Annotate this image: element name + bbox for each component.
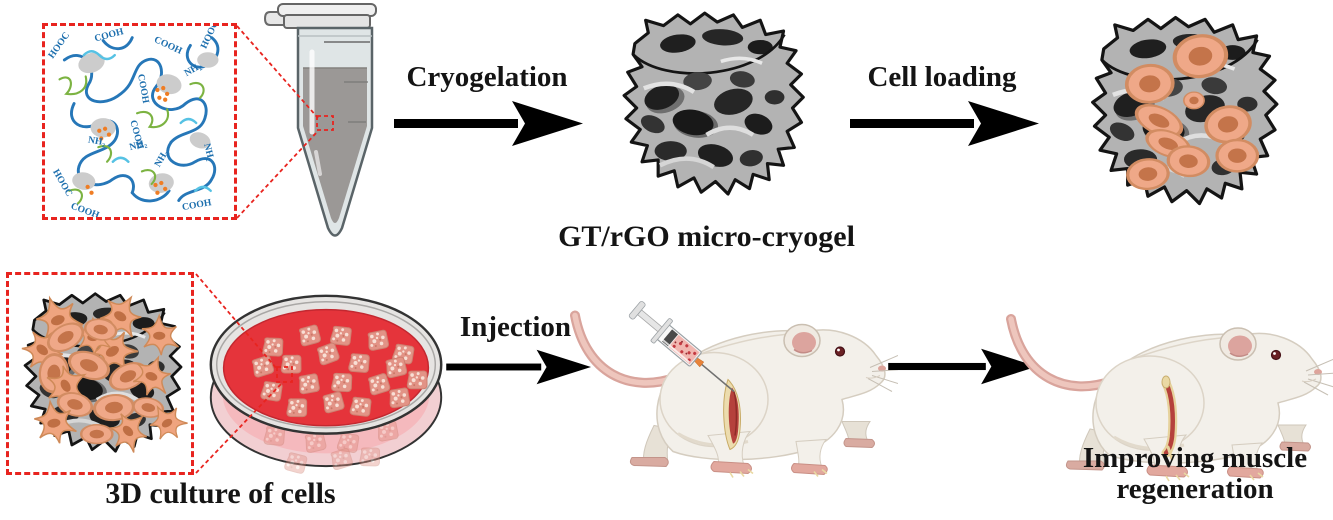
step-label-cell-loading: Cell loading [867, 61, 1017, 93]
molecular-network-inset: HOOC COOH COOH HOOC COOH NH₂ COOH NH₂ NH… [42, 23, 237, 220]
caption-outcome: Improving muscle regeneration [1040, 442, 1333, 506]
polymer-network-icon: HOOC COOH COOH HOOC COOH NH₂ COOH NH₂ NH… [46, 26, 221, 217]
process-arrow-icon [394, 100, 584, 147]
svg-text:COOH: COOH [181, 197, 213, 213]
leg-wound [723, 378, 741, 451]
caption-3d-culture: 3D culture of cells [105, 477, 336, 510]
regenerating-muscle [1161, 375, 1178, 461]
microcentrifuge-tube-icon [262, 2, 387, 247]
cyan-chain-segments [82, 50, 212, 193]
svg-text:HOOC: HOOC [50, 167, 74, 198]
svg-text:COOH: COOH [135, 73, 151, 105]
green-crosslinker-chains [58, 75, 205, 205]
mouse-recovered-icon [994, 287, 1333, 487]
svg-text:COOH: COOH [93, 26, 125, 44]
caption-outcome-line1: Improving muscle [1082, 442, 1308, 474]
step-label-injection: Injection [459, 311, 572, 343]
cell-cultured-scaffold-icon [13, 287, 189, 459]
caption-micro-cryogel: GT/rGO micro-cryogel [558, 220, 855, 253]
svg-text:NH₂: NH₂ [201, 142, 216, 162]
svg-text:NH₂: NH₂ [87, 134, 106, 148]
process-arrow-icon [850, 100, 1040, 147]
orange-dot-clusters [85, 85, 170, 195]
porous-scaffold-icon [608, 6, 814, 202]
step-label-cryogelation: Cryogelation [406, 61, 568, 93]
cultured-scaffold-inset [6, 272, 194, 475]
caption-outcome-line2: regeneration [1116, 473, 1274, 506]
svg-text:NH₂: NH₂ [128, 138, 148, 153]
syringe-icon [628, 301, 735, 393]
mouse-injection-icon [558, 281, 898, 486]
cell-loaded-scaffold-icon [1076, 12, 1288, 210]
svg-text:COOH: COOH [152, 34, 184, 57]
petri-dish-icon [204, 284, 449, 476]
svg-text:COOH: COOH [69, 201, 101, 217]
